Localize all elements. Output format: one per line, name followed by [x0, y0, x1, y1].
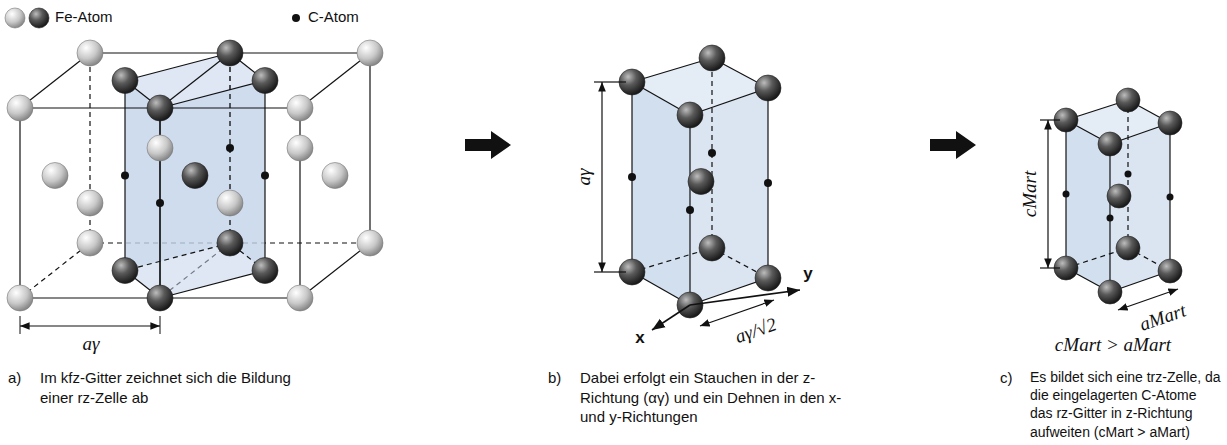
fe-atom [1098, 132, 1122, 156]
c-atom [1063, 191, 1070, 198]
c-atom [708, 149, 716, 157]
cell-edge [300, 53, 370, 108]
fe-atom [217, 230, 243, 256]
caption-text: Im kfz-Gitter zeichnet sich die Bildung … [40, 368, 295, 407]
fe-atom [1116, 88, 1140, 112]
fe-atom [147, 285, 173, 311]
extension-line [160, 316, 161, 334]
transition-arrow [930, 131, 976, 159]
fe-atom [755, 75, 781, 101]
c-atom [261, 172, 269, 180]
legend-swatch [29, 8, 49, 28]
cell-edge [19, 108, 20, 298]
c-atom [121, 172, 129, 180]
fe-atom [699, 45, 725, 71]
dimension-line [690, 290, 800, 305]
cell-edge [125, 243, 230, 271]
legend-label: Fe-Atom [55, 8, 113, 26]
fe-atom [42, 163, 68, 189]
dimension-label: cMart [1019, 169, 1042, 219]
fe-atom [77, 40, 103, 66]
fe-atom [322, 163, 348, 189]
dimension-label: aMart [1135, 299, 1191, 337]
c-atom [226, 144, 234, 152]
fe-atom [677, 102, 703, 128]
dimension-line [594, 271, 626, 272]
caption-letter: b) [548, 368, 561, 388]
c-atom [764, 179, 772, 187]
cell-edge [20, 53, 90, 108]
dimension-line [1040, 267, 1060, 268]
legend-label: C-Atom [308, 8, 359, 26]
cell-edge [300, 243, 370, 298]
c-atom [156, 199, 164, 207]
caption-letter: a) [8, 368, 21, 388]
dimension-line [1047, 120, 1048, 268]
cell-edge [160, 271, 265, 299]
cell-edge [20, 243, 90, 298]
dimension-label: cMart > aMart [1053, 334, 1173, 357]
c-atom [628, 173, 636, 181]
fe-atom [112, 258, 138, 284]
axis-label: x [633, 328, 646, 348]
fe-atom [1158, 259, 1182, 283]
c-atom [686, 206, 694, 214]
fe-atom [252, 258, 278, 284]
fe-atom [1107, 184, 1131, 208]
fe-atom [182, 163, 208, 189]
dimension-label: aγ/√2 [730, 313, 781, 350]
caption-text: Dabei erfolgt ein Stauchen in der z-Rich… [580, 368, 850, 427]
fe-atom [287, 285, 313, 311]
dimension-label: aγ [573, 167, 596, 188]
cell-edge [160, 53, 230, 108]
dimension-line [1040, 119, 1060, 120]
legend-swatch [5, 8, 25, 28]
fe-atom [287, 95, 313, 121]
fe-atom [699, 235, 725, 261]
cell-edge [125, 53, 230, 81]
dimension-label: aγ [81, 333, 102, 356]
caption-text: Es bildet sich eine trz-Zelle, da die ei… [1030, 368, 1222, 441]
caption-letter: c) [1000, 368, 1013, 388]
extension-line [20, 316, 21, 334]
cell-edge [160, 81, 265, 109]
fe-atom [77, 230, 103, 256]
dimension-line [594, 81, 626, 82]
dimension-line [652, 305, 690, 330]
fe-atom [7, 285, 33, 311]
fe-atom [77, 190, 103, 216]
dimension-line [601, 82, 602, 272]
fe-atom [217, 190, 243, 216]
fe-atom [1158, 111, 1182, 135]
fe-atom [357, 40, 383, 66]
fe-atom [147, 135, 173, 161]
fe-atom [755, 265, 781, 291]
fe-atom [357, 230, 383, 256]
fe-atom [688, 169, 714, 195]
fe-atom [147, 95, 173, 121]
c-atom [1107, 215, 1114, 222]
c-atom [1167, 194, 1174, 201]
c-atom [292, 14, 300, 22]
axis-label: y [801, 264, 814, 284]
fe-atom [217, 40, 243, 66]
fe-atom [112, 68, 138, 94]
fe-atom [7, 95, 33, 121]
transition-arrow [465, 131, 511, 159]
fe-atom [1116, 236, 1140, 260]
fe-atom [1098, 280, 1122, 304]
fe-atom [287, 135, 313, 161]
c-atom [1125, 171, 1132, 178]
dimension-line [20, 325, 160, 326]
cell-edge [369, 53, 370, 243]
fe-atom [252, 68, 278, 94]
